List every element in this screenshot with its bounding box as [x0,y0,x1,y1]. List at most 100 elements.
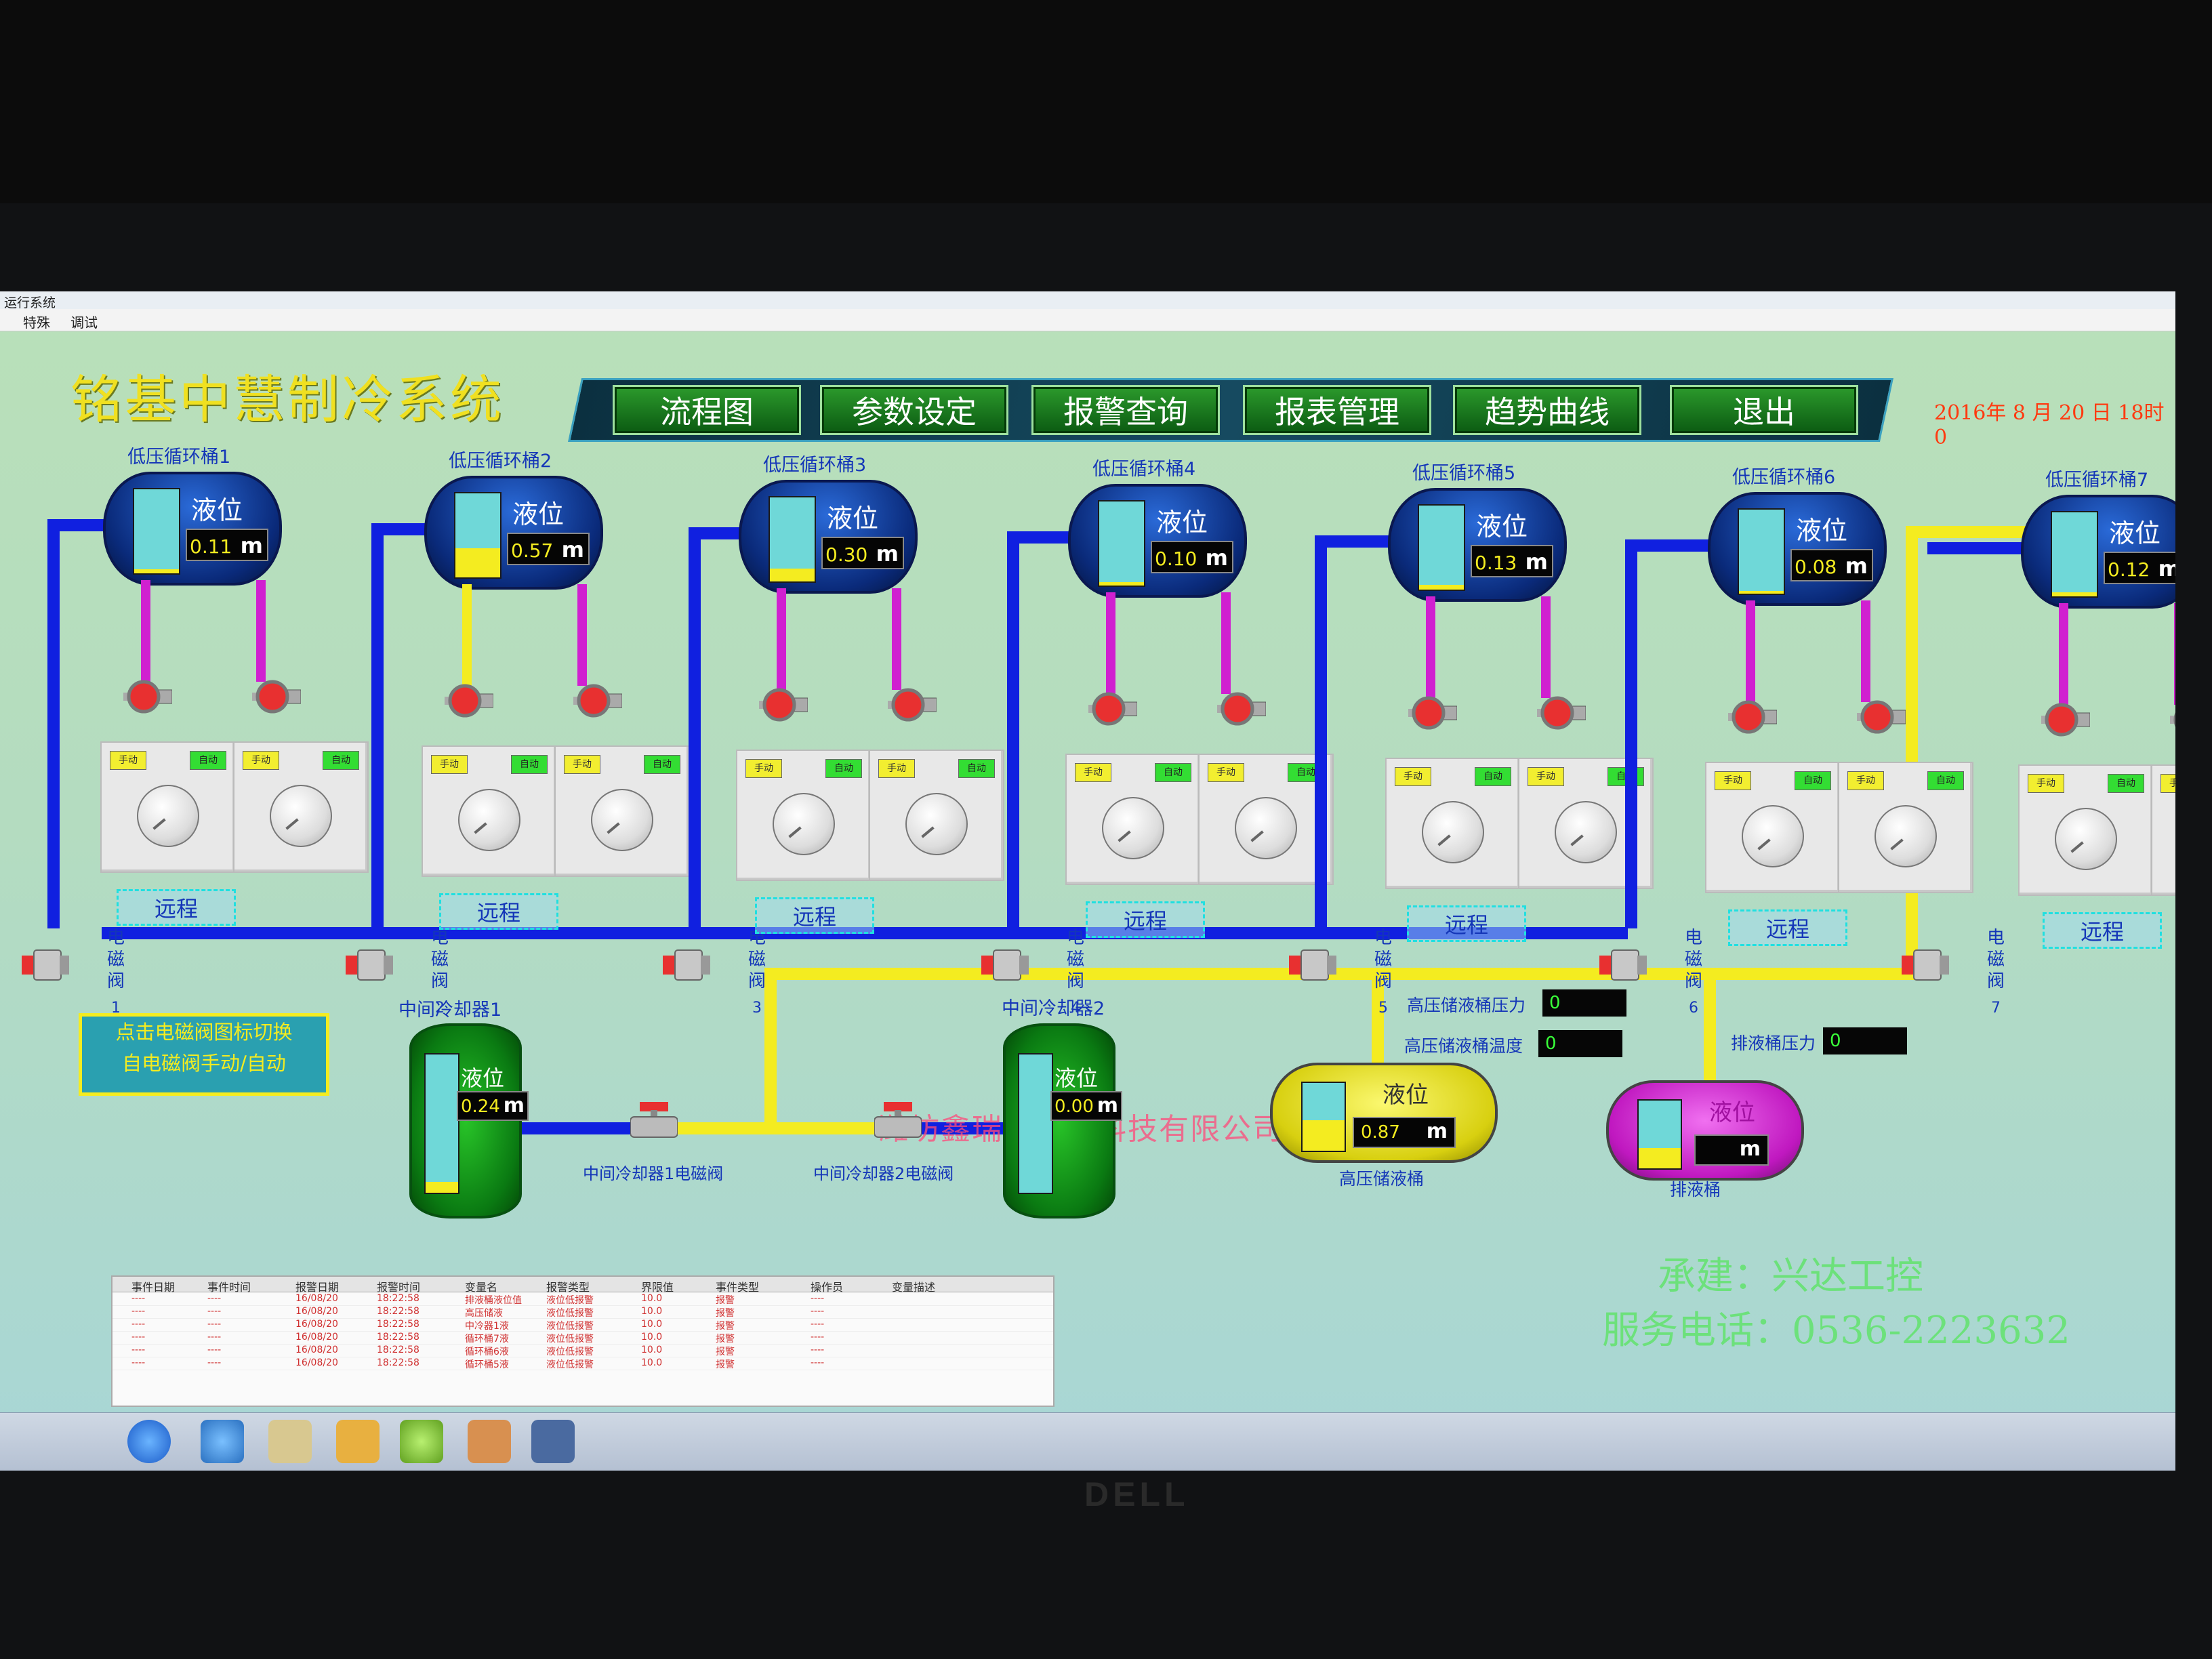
media-icon[interactable] [336,1420,380,1463]
low-tank-3-pump1-icon[interactable] [759,683,808,726]
scada-runtime-icon[interactable] [531,1420,575,1463]
low-tank-2-panel2-auto-button[interactable]: 自动 [644,755,680,774]
low-tank-1-panel1-auto-button[interactable]: 自动 [190,751,226,770]
files-icon[interactable] [468,1420,511,1463]
low-tank-6-unit: m [1845,553,1868,579]
low-tank-5-panel1-manual-button[interactable]: 手动 [1395,767,1431,786]
low-tank-3-panel1-manual-button[interactable]: 手动 [745,759,782,778]
low-tank-6-solenoid-valve-icon[interactable] [1599,946,1647,984]
intercooler1-name: 中间冷却器1 [398,1000,502,1021]
low-tank-2-panel1-selector-knob[interactable] [458,789,520,851]
low-tank-6-pump2-icon[interactable] [1857,695,1906,739]
app-icon[interactable] [400,1420,443,1463]
low-tank-2-pump1-icon[interactable] [445,679,493,722]
low-tank-6-panel2-auto-button[interactable]: 自动 [1927,771,1964,790]
hp-tank-level-label: 液位 [1382,1082,1429,1109]
low-tank-2-panel2-selector-knob[interactable] [591,789,653,851]
low-tank-1-panel2-auto-button[interactable]: 自动 [323,751,359,770]
low-tank-7-pump2-pipe [2174,603,2175,705]
low-tank-5-panel1-auto-button[interactable]: 自动 [1475,767,1511,786]
low-tank-5-remote-button[interactable]: 远程 [1407,905,1526,942]
low-tank-5-unit: m [1525,549,1548,575]
low-tank-4-panel2-manual-button[interactable]: 手动 [1208,763,1244,782]
low-tank-7-remote-button[interactable]: 远程 [2043,912,2162,949]
menu-item-special[interactable]: 特殊 [23,316,50,331]
nav-alarm-button[interactable]: 报警查询 [1031,385,1220,435]
low-tank-5-pump2-icon[interactable] [1537,691,1586,735]
low-tank-5-panel2-manual-button[interactable]: 手动 [1528,767,1564,786]
low-tank-1-panel1-manual-button[interactable]: 手动 [110,751,146,770]
low-tank-4-unit: m [1205,545,1228,571]
low-tank-2-solenoid-valve-icon[interactable] [346,946,393,984]
start-button-icon[interactable] [127,1420,171,1463]
low-tank-3-panel2-auto-button[interactable]: 自动 [958,759,995,778]
low-tank-2-pump2-icon[interactable] [573,679,622,722]
low-tank-7-pump1-icon[interactable] [2041,698,2090,741]
low-tank-3-panel2-manual-button[interactable]: 手动 [878,759,915,778]
low-tank-7-solenoid-valve-icon[interactable] [1902,946,1949,984]
low-tank-3-panel1-selector-knob[interactable] [773,793,835,855]
low-tank-1-panel2-manual-button[interactable]: 手动 [243,751,279,770]
low-tank-6-pump1-icon[interactable] [1728,695,1777,739]
low-tank-4-solenoid-valve-icon[interactable] [981,946,1029,984]
low-tank-4-remote-button[interactable]: 远程 [1086,901,1205,938]
low-tank-5-solenoid-valve-icon[interactable] [1289,946,1336,984]
low-tank-1-remote-button[interactable]: 远程 [117,889,236,926]
low-tank-2-panel1-manual-button[interactable]: 手动 [431,755,468,774]
low-tank-3-panel2-selector-knob[interactable] [905,793,968,855]
low-tank-2-remote-button[interactable]: 远程 [439,893,558,930]
valve-toggle-note: 点击电磁阀图标切换 自电磁阀手动/自动 [79,1013,329,1096]
low-tank-6-panel2-selector-knob[interactable] [1875,805,1937,867]
low-tank-1-pump1-icon[interactable] [123,675,172,718]
low-tank-1-pump2-icon[interactable] [252,675,301,718]
low-tank-4-panel1-selector-knob[interactable] [1102,797,1164,859]
intercooler2-valve-icon[interactable] [874,1102,922,1140]
nav-trend-button[interactable]: 趋势曲线 [1453,385,1641,435]
low-tank-6-panel1-selector-knob[interactable] [1742,805,1804,867]
intercooler1-valve-icon[interactable] [630,1102,678,1140]
low-tank-6-panel2-manual-button[interactable]: 手动 [1847,771,1884,790]
low-tank-1-panel1-selector-knob[interactable] [137,785,199,847]
low-tank-5-panel1-selector-knob[interactable] [1422,801,1484,863]
low-tank-3-solenoid-valve-icon[interactable] [663,946,710,984]
low-tank-4-panel1-manual-button[interactable]: 手动 [1075,763,1111,782]
low-tank-7-panel1-manual-button[interactable]: 手动 [2028,774,2064,793]
folder-icon[interactable] [268,1420,312,1463]
low-tank-6-panel1-manual-button[interactable]: 手动 [1715,771,1751,790]
low-tank-7-panel1-auto-button[interactable]: 自动 [2108,774,2144,793]
low-tank-2-panel1-auto-button[interactable]: 自动 [511,755,548,774]
low-tank-7-pump2-icon[interactable] [2170,698,2175,741]
low-tank-4-panel2-selector-knob[interactable] [1235,797,1297,859]
low-tank-4-panel1-auto-button[interactable]: 自动 [1155,763,1191,782]
menu-item-debug[interactable]: 调试 [70,316,98,331]
intercooler2-blue-pipe [908,1122,1010,1134]
nav-params-button[interactable]: 参数设定 [820,385,1008,435]
low-tank-7-panel2-manual-button[interactable]: 手动 [2160,774,2175,793]
nav-exit-button[interactable]: 退出 [1670,385,1858,435]
low-tank-3-remote-button[interactable]: 远程 [755,897,874,934]
nav-flowchart-button[interactable]: 流程图 [613,385,801,435]
low-tank-5-panel2-selector-knob[interactable] [1555,801,1617,863]
low-tank-4-pump2-icon[interactable] [1217,687,1266,731]
low-tank-1-solenoid-valve-icon[interactable] [22,946,69,984]
low-tank-1-panel2-selector-knob[interactable] [270,785,332,847]
low-tank-4-pump1-icon[interactable] [1088,687,1137,731]
low-tank-6-panel1-auto-button[interactable]: 自动 [1795,771,1831,790]
low-tank-3-pump2-icon[interactable] [888,683,937,726]
low-tank-3-panel1-auto-button[interactable]: 自动 [825,759,862,778]
low-tank-4-gauge [1098,500,1145,587]
low-tank-5-blue-pipe-down [1315,535,1327,928]
low-tank-7-panel1-selector-knob[interactable] [2055,808,2117,870]
browser-icon[interactable] [201,1420,244,1463]
low-tank-2-panel2-manual-button[interactable]: 手动 [564,755,600,774]
nav-report-button[interactable]: 报表管理 [1243,385,1431,435]
low-tank-5-pump1-icon[interactable] [1408,691,1457,735]
low-tank-7-level-label: 液位 [2109,518,2161,548]
low-tank-6-remote-button[interactable]: 远程 [1728,909,1847,946]
